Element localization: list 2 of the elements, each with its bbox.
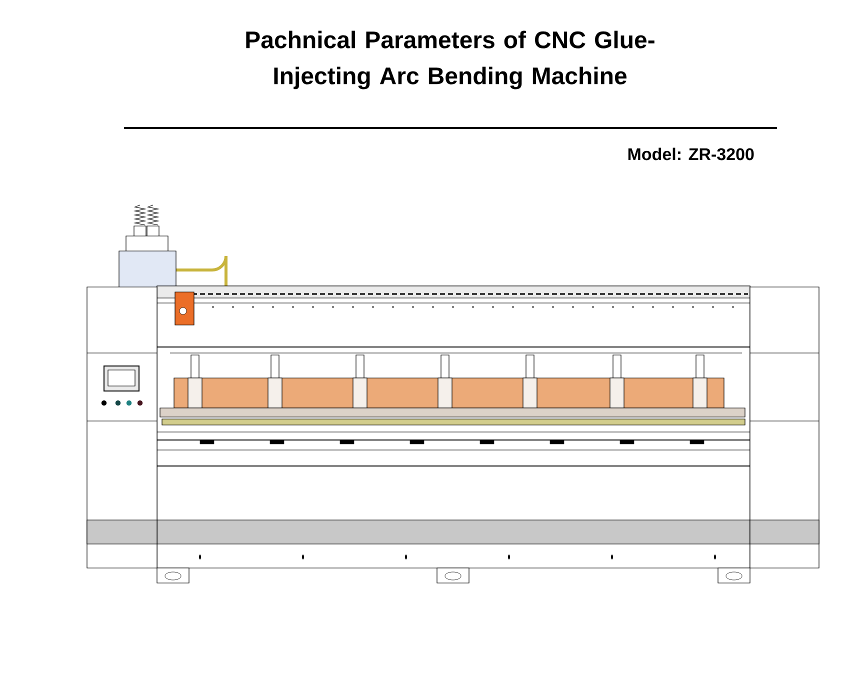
- model-label: Model: ZR-3200: [628, 148, 754, 160]
- title: Pachnical Parameters of CNC Glue-Injecting Arc Bending Machine: [246, 30, 654, 90]
